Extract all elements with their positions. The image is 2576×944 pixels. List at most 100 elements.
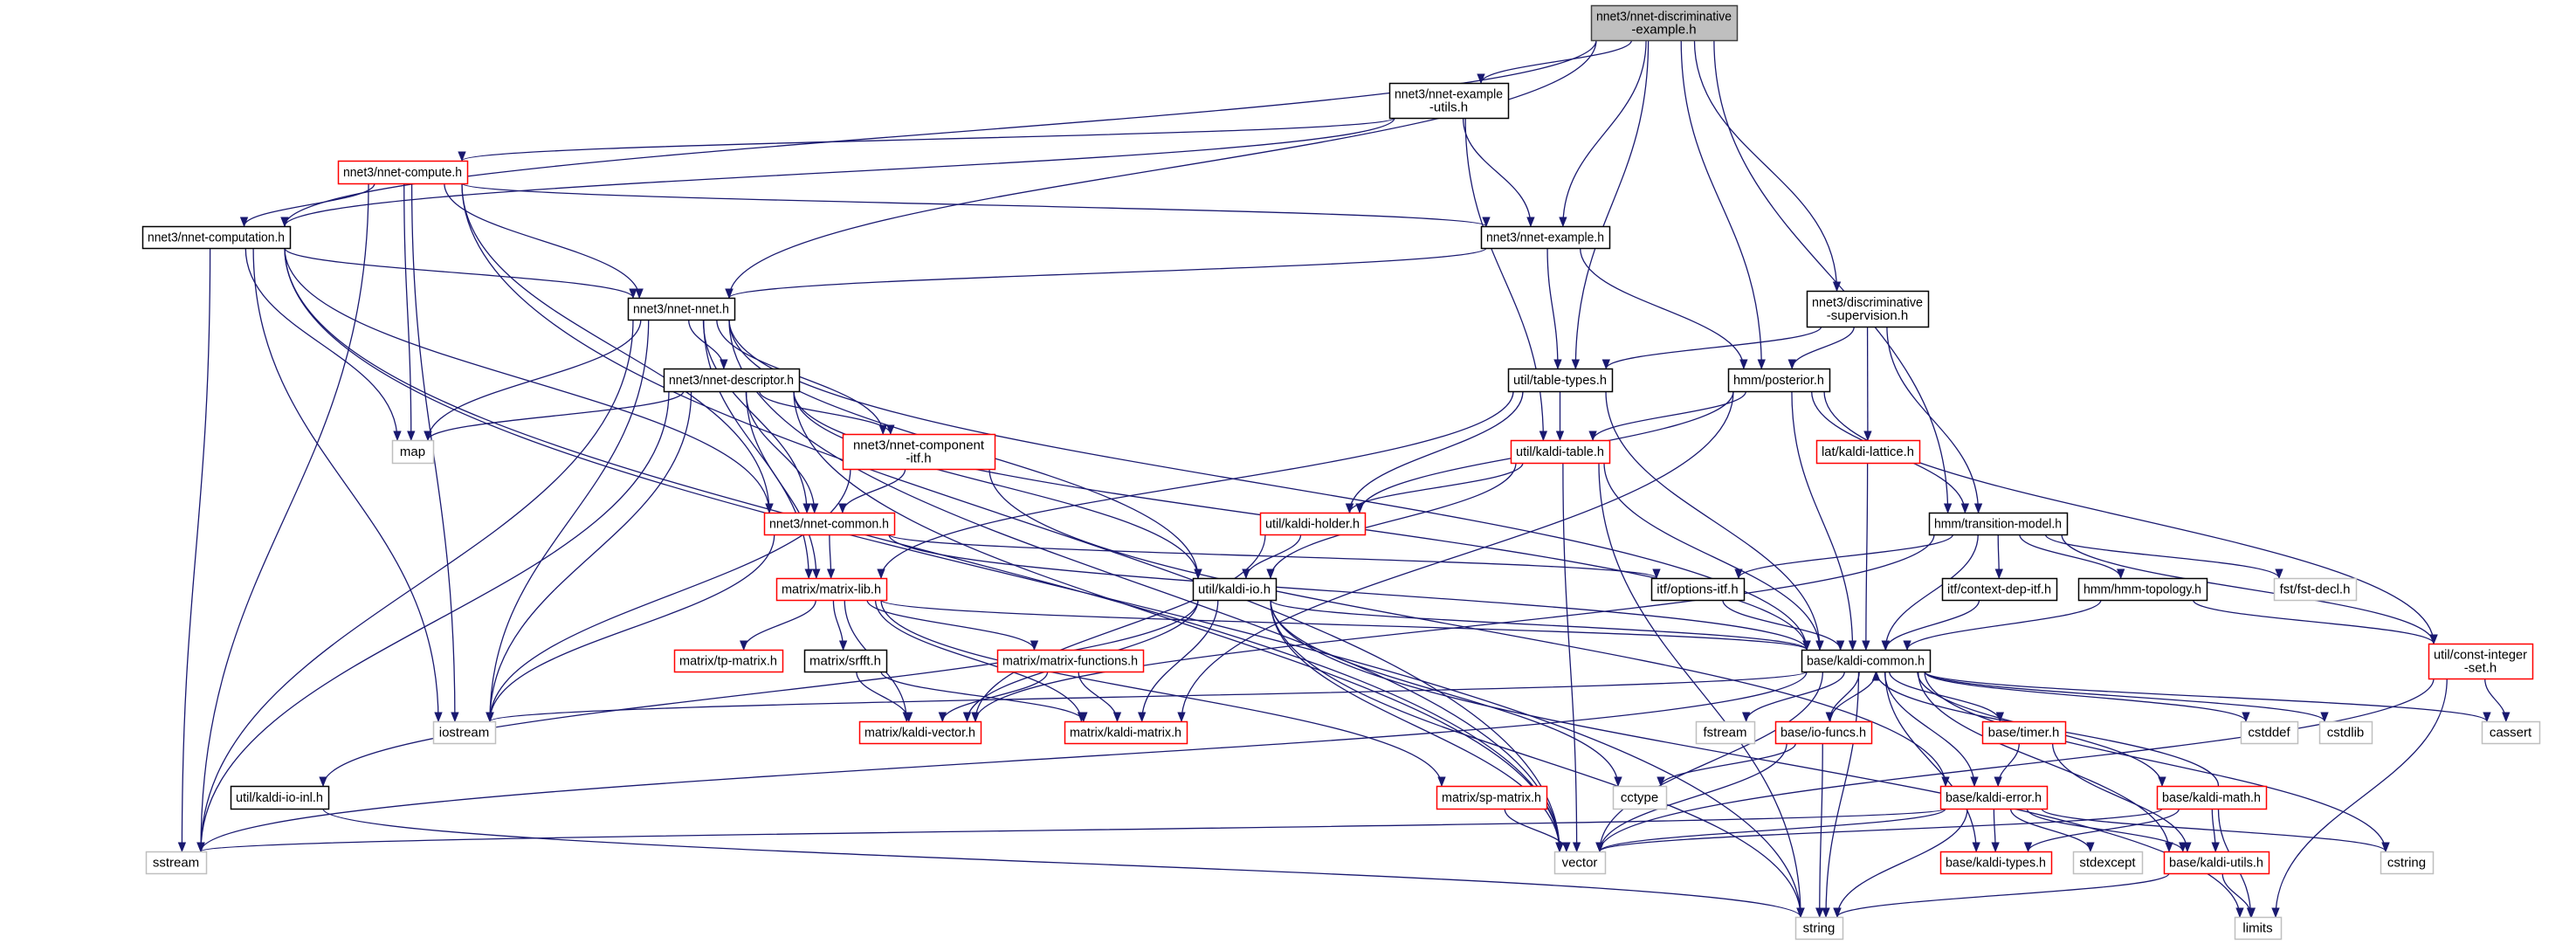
node-nnet3-nnet-computation-h[interactable]: nnet3/nnet-computation.h: [141, 225, 292, 250]
edge-compute-to-example: [461, 183, 1491, 228]
edge-exutils-to-computation: [280, 117, 1395, 228]
node-itf-options-itf-h[interactable]: itf/options-itf.h: [1650, 577, 1746, 602]
node-label: string: [1803, 921, 1836, 936]
node-util-kaldi-table-h[interactable]: util/kaldi-table.h: [1510, 439, 1611, 465]
node-hmm-posterior-h[interactable]: hmm/posterior.h: [1727, 368, 1831, 393]
node-matrix-kaldi-vector-h[interactable]: matrix/kaldi-vector.h: [858, 720, 982, 745]
node-base-kaldi-error-h[interactable]: base/kaldi-error.h: [1939, 785, 2049, 810]
node-base-kaldi-types-h[interactable]: base/kaldi-types.h: [1939, 851, 2053, 875]
node-box: [1553, 851, 1607, 875]
node-util-kaldi-io-inl-h[interactable]: util/kaldi-io-inl.h: [230, 785, 330, 810]
node-nnet3-nnet-compute-h[interactable]: nnet3/nnet-compute.h: [337, 160, 469, 185]
node-util-kaldi-holder-h[interactable]: util/kaldi-holder.h: [1259, 512, 1367, 536]
edge-kalditable-to-kcommon: [1603, 462, 1824, 651]
node-nnet3-nnet-descriptor-h[interactable]: nnet3/nnet-descriptor.h: [663, 368, 801, 393]
edge-posterior-to-kmatrix: [1177, 390, 1734, 723]
edge-D-to-dsup: [1693, 39, 1842, 293]
edge-example-to-tabletypes: [1546, 247, 1562, 370]
node-base-io-funcs-h[interactable]: base/io-funcs.h: [1774, 720, 1873, 745]
node-nnet3-nnet-common-h[interactable]: nnet3/nnet-common.h: [763, 512, 896, 536]
node-box: [2077, 577, 2208, 602]
node-util-table-types-h[interactable]: util/table-types.h: [1507, 368, 1614, 393]
edge-compitf-to-iostream: [486, 468, 851, 723]
node-stdexcept: stdexcept: [2072, 851, 2144, 875]
edge-kutils-to-string: [1833, 872, 2170, 919]
node-matrix-matrix-lib-h[interactable]: matrix/matrix-lib.h: [775, 577, 888, 602]
node-itf-context-dep-itf-h[interactable]: itf/context-dep-itf.h: [1941, 577, 2058, 602]
node-base-kaldi-utils-h[interactable]: base/kaldi-utils.h: [2163, 851, 2270, 875]
node-nnet3-nnet-example-utils-h[interactable]: nnet3/nnet-example-utils.h: [1388, 82, 1510, 120]
edge-kcommon-to-iostream: [486, 671, 1808, 723]
edge-matrixlib-to-tpmatrix: [740, 599, 816, 651]
node-label: util/kaldi-io.h: [1198, 582, 1271, 597]
node-label: base/io-funcs.h: [1780, 726, 1866, 741]
edge-nnet-to-matrixlib: [703, 319, 813, 580]
node-util-const-integer-set-h[interactable]: util/const-integer-set.h: [2428, 643, 2534, 680]
edge-arrow: [1862, 462, 1870, 651]
node-matrix-matrix-functions-h[interactable]: matrix/matrix-functions.h: [996, 649, 1145, 673]
edge-lattice-to-kcommon: [1862, 462, 1870, 651]
node-matrix-tp-matrix-h[interactable]: matrix/tp-matrix.h: [673, 649, 784, 673]
edge-kcommon-to-cassert: [1924, 671, 2491, 723]
node-nnet3-discriminative-supervision-h[interactable]: nnet3/discriminative-supervision.h: [1806, 290, 1930, 328]
edge-transition-to-topology: [2019, 534, 2125, 580]
edge-example-to-nnet: [725, 247, 1487, 300]
node-nnet3-nnet-nnet-h[interactable]: nnet3/nnet-nnet.h: [627, 297, 736, 321]
node-box: [2273, 577, 2358, 602]
edge-arrow: [403, 183, 416, 442]
node-limits: limits: [2234, 916, 2283, 941]
edge-arrow: [1881, 534, 1979, 651]
edge-arrow: [866, 599, 1039, 651]
node-base-kaldi-common-h[interactable]: base/kaldi-common.h: [1801, 649, 1932, 673]
node-box: [2481, 720, 2541, 745]
node-util-kaldi-io-h[interactable]: util/kaldi-io.h: [1192, 577, 1278, 602]
edge-arrow: [458, 117, 1395, 162]
node-box: [2156, 785, 2268, 810]
edge-arrow: [196, 671, 1808, 853]
edge-kcommon-to-string: [1822, 671, 1860, 919]
node-matrix-sp-matrix-h[interactable]: matrix/sp-matrix.h: [1436, 785, 1548, 810]
node-lat-kaldi-lattice-h[interactable]: lat/kaldi-lattice.h: [1815, 439, 1921, 465]
node-box: [391, 439, 435, 465]
edge-kcommon-to-cstddef: [1924, 671, 2250, 723]
node-label: -utils.h: [1429, 100, 1468, 115]
node-cstring: cstring: [2380, 851, 2435, 875]
node-label: hmm/hmm-topology.h: [2084, 582, 2201, 597]
edge-matrixlib-to-spmatrix: [880, 599, 1446, 788]
edge-kcommon-to-cstdlib: [1924, 671, 2329, 723]
edge-arrow: [880, 671, 1088, 723]
node-base-kaldi-math-h[interactable]: base/kaldi-math.h: [2156, 785, 2268, 810]
node-nnet3-nnet-discriminative-example-h[interactable]: nnet3/nnet-discriminative-example.h: [1590, 4, 1739, 42]
node-hmm-hmm-topology-h[interactable]: hmm/hmm-topology.h: [2077, 577, 2208, 602]
node-box: [1794, 916, 1844, 941]
edge-arrow: [1242, 534, 1302, 580]
node-box: [1259, 512, 1367, 536]
edge-common-to-kcommon: [888, 534, 1811, 651]
edge-arrow: [2211, 808, 2220, 853]
node-base-timer-h[interactable]: base/timer.h: [1981, 720, 2067, 745]
node-label: limits: [2242, 921, 2272, 936]
node-box: [1436, 785, 1548, 810]
node-nnet3-nnet-example-h[interactable]: nnet3/nnet-example.h: [1480, 225, 1611, 250]
edge-arrow: [703, 319, 813, 580]
node-string: string: [1794, 916, 1844, 941]
node-label: map: [400, 444, 425, 459]
edge-arrow: [826, 534, 836, 580]
edge-nnet-to-common: [702, 319, 811, 514]
node-matrix-kaldi-matrix-h[interactable]: matrix/kaldi-matrix.h: [1064, 720, 1188, 745]
node-matrix-srfft-h[interactable]: matrix/srfft.h: [803, 649, 888, 673]
edge-arrow: [1270, 599, 1811, 651]
node-nnet3-nnet-component-itf-h[interactable]: nnet3/nnet-component-itf.h: [842, 433, 996, 471]
node-hmm-transition-model-h[interactable]: hmm/transition-model.h: [1928, 512, 2069, 536]
node-label: fst/fst-decl.h: [2280, 582, 2351, 597]
edge-matfunc-to-kmatrix: [1078, 671, 1122, 723]
edge-arrow: [1605, 390, 1824, 651]
node-box: [1939, 785, 2049, 810]
node-label: nnet3/nnet-discriminative: [1596, 10, 1732, 24]
edge-arrow: [759, 390, 895, 436]
edge-arrow: [1693, 39, 1842, 293]
edge-arrow: [1559, 39, 1647, 228]
edge-descriptor-to-sstream: [196, 390, 670, 853]
edge-descriptor-to-kaldiio: [793, 390, 1202, 580]
edge-arrow: [424, 390, 685, 442]
